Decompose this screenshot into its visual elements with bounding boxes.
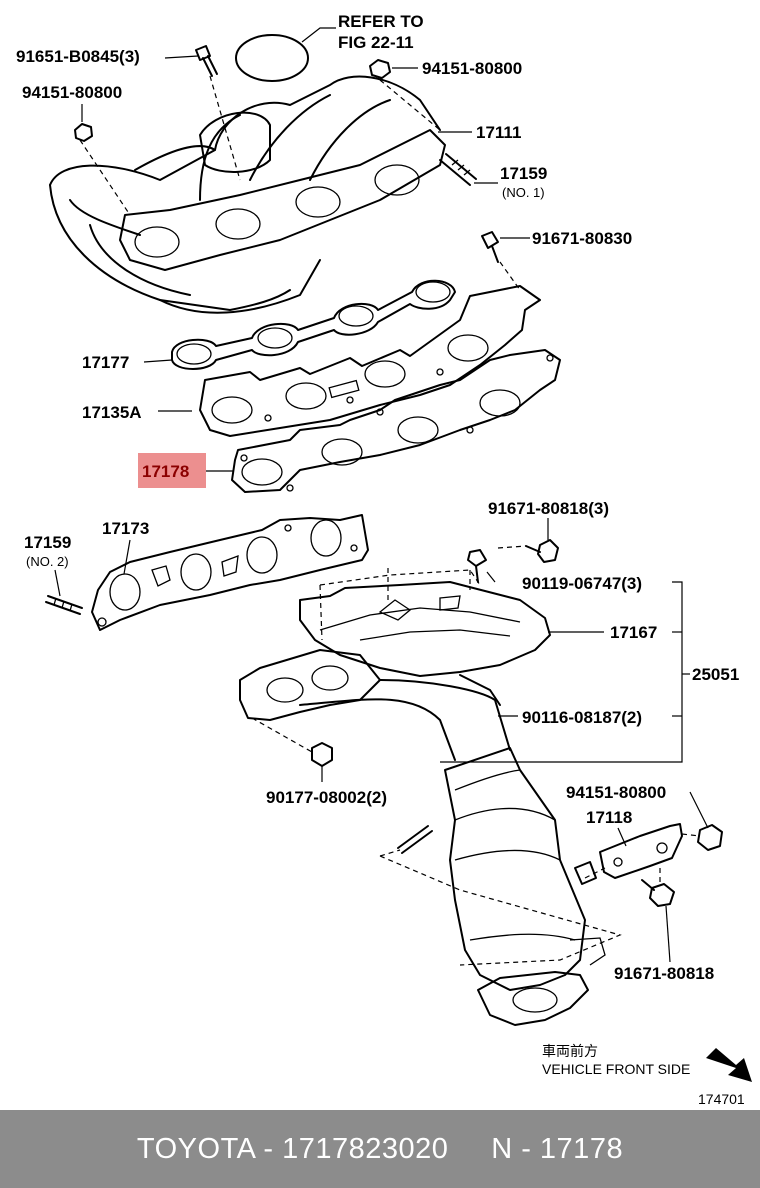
heat-insulator-17135a	[199, 285, 541, 437]
label-nut-94151-right[interactable]: 94151-80800	[566, 783, 666, 802]
label-manifold-17111[interactable]: 17111	[476, 123, 521, 142]
bolt-90119	[467, 549, 487, 583]
stud-90116	[397, 825, 433, 854]
leader-lines	[54, 27, 709, 963]
label-insulator-17167[interactable]: 17167	[610, 623, 657, 642]
label-bolt-91671-80830[interactable]: 91671-80830	[532, 229, 632, 248]
label-gasket-17173[interactable]: 17173	[102, 519, 149, 538]
label-stud-17159-no2-note: (NO. 2)	[26, 554, 69, 569]
label-bolt-91651[interactable]: 91651-B0845(3)	[16, 47, 140, 66]
gasket-17178	[231, 349, 561, 493]
nut-94151-left	[74, 123, 93, 142]
label-gasket-17177[interactable]: 17177	[82, 353, 129, 372]
stud-17159-no2	[45, 595, 83, 615]
nut-90177	[311, 742, 333, 767]
label-stud-17159-no1[interactable]: 17159	[500, 164, 547, 183]
label-refer-to: REFER TO	[338, 12, 424, 31]
bolt-91651	[195, 45, 218, 77]
gasket-17173	[91, 514, 369, 631]
bolt-91671-80830	[481, 231, 499, 263]
label-stud-90116[interactable]: 90116-08187(2)	[522, 708, 642, 727]
vehicle-front-arrow	[706, 1048, 752, 1082]
exhaust-manifold-17111	[49, 34, 446, 314]
label-heat-insulator-17135a[interactable]: 17135A	[82, 403, 142, 422]
label-front-en: VEHICLE FRONT SIDE	[542, 1061, 690, 1077]
label-nut-94151-top[interactable]: 94151-80800	[422, 59, 522, 78]
label-fig-ref[interactable]: FIG 22-11	[338, 33, 414, 52]
part-number-footer: TOYOTA - 1717823020 N - 17178	[0, 1110, 760, 1188]
nut-94151-right	[697, 824, 723, 851]
stud-17159-no1	[439, 153, 477, 186]
converter-assembly-25051	[239, 581, 606, 1026]
bolt-91671-80818-lower	[641, 879, 675, 907]
nut-94151-top	[369, 59, 391, 79]
label-figure-id: 174701	[698, 1091, 745, 1107]
label-gasket-17178[interactable]: 17178	[142, 462, 189, 481]
highlight-17178	[138, 453, 206, 488]
exhaust-manifold-diagram: REFER TO FIG 22-11 91651-B0845(3) 94151-…	[16, 12, 752, 1107]
gasket-17177	[171, 279, 456, 370]
label-stud-17159-no1-note: (NO. 1)	[502, 185, 545, 200]
label-stud-17159-no2[interactable]: 17159	[24, 533, 71, 552]
label-bolt-90119[interactable]: 90119-06747(3)	[522, 574, 642, 593]
label-bolt-91671-80818-3[interactable]: 91671-80818(3)	[488, 499, 609, 518]
footer-text: TOYOTA - 1717823020 N - 17178	[136, 1132, 624, 1165]
label-assy-25051[interactable]: 25051	[692, 665, 739, 684]
bracket-17118	[599, 823, 683, 879]
label-nut-94151-left[interactable]: 94151-80800	[22, 83, 122, 102]
label-front-jp: 車両前方	[542, 1043, 598, 1059]
bolt-91671-80818-3	[525, 539, 559, 563]
label-nut-90177[interactable]: 90177-08002(2)	[266, 788, 387, 807]
label-bolt-91671-80818[interactable]: 91671-80818	[614, 964, 714, 983]
label-bracket-17118[interactable]: 17118	[586, 808, 632, 827]
